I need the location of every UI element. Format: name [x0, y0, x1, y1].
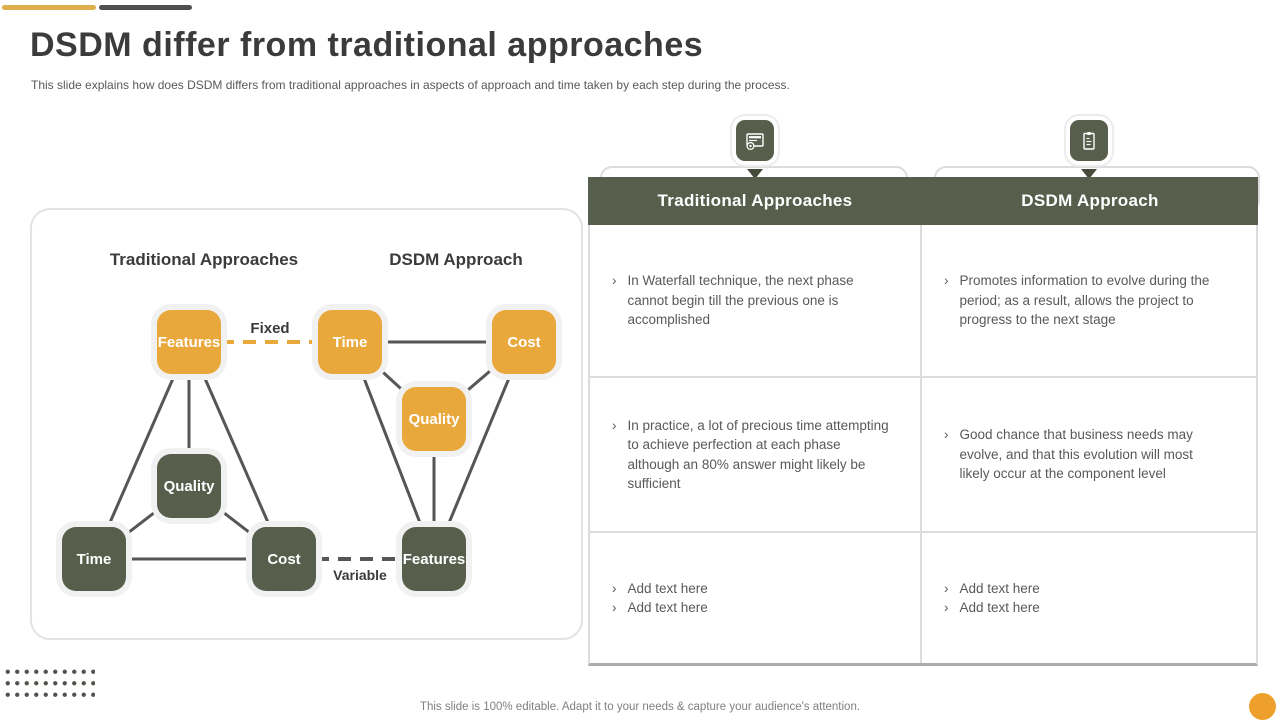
diagram-node-label: Quality [163, 477, 215, 495]
diagram-node-trad-cost: Cost [252, 527, 316, 591]
bullet-item: › In Waterfall technique, the next phase … [612, 271, 890, 330]
fixed-edge-label: Fixed [250, 320, 290, 337]
diagram-heading-dsdm: DSDM Approach [389, 250, 523, 269]
bullet-item: › Add text here [612, 579, 890, 599]
diagram-node-trad-quality: Quality [157, 454, 221, 518]
pointer-triangle-icon [747, 169, 763, 179]
diagram-node-label: Cost [507, 333, 541, 351]
diagram-node-dsdm-time: Time [318, 310, 382, 374]
bullet-item: › Add text here [944, 598, 1226, 618]
bullet-text: Add text here [627, 600, 708, 615]
table-cell: › In practice, a lot of precious time att… [590, 378, 922, 533]
bullet-item: › Add text here [944, 579, 1226, 599]
table-header-band: Traditional Approaches DSDM Approach [588, 177, 1258, 225]
certificate-icon [736, 120, 774, 161]
table-cell: › Promotes information to evolve during t… [922, 225, 1256, 378]
bullet-text: Add text here [627, 580, 708, 596]
variable-edge-label: Variable [333, 567, 387, 583]
pointer-triangle-icon [1081, 169, 1097, 179]
table-body: › In Waterfall technique, the next phase … [588, 225, 1258, 666]
diagram-node-label: Time [76, 550, 112, 568]
diagram-node-label: Time [332, 333, 368, 351]
diagram-node-trad-features: Features [157, 310, 221, 374]
diagram-node-dsdm-quality: Quality [402, 387, 466, 451]
accent-bar-dark [99, 5, 192, 10]
table-cell: › Add text here › Add text here [922, 533, 1256, 663]
bullet-item: › Good chance that business needs may evo… [944, 425, 1226, 484]
bullet-text: In Waterfall technique, the next phase c… [627, 273, 854, 328]
page-subtitle: This slide explains how does DSDM differ… [31, 78, 790, 92]
bullet-marker: › [944, 273, 949, 289]
bullet-marker: › [612, 600, 617, 615]
bullet-text: Add text here [959, 600, 1040, 615]
bullet-marker: › [944, 600, 949, 615]
accent-bar-gold [2, 5, 96, 10]
bullet-text: Promotes information to evolve during th… [959, 273, 1210, 328]
bullet-marker: › [944, 580, 949, 596]
diagram-node-dsdm-cost: Cost [492, 310, 556, 374]
bullet-item: › In practice, a lot of precious time att… [612, 416, 890, 494]
diagram-panel: Traditional Approaches DSDM Approach Fea… [30, 208, 583, 640]
bullet-marker: › [612, 273, 617, 289]
diagram-node-dsdm-features: Features [402, 527, 466, 591]
diagram-node-label: Cost [267, 550, 301, 568]
diagram-node-label: Quality [408, 410, 460, 428]
bullet-marker: › [612, 580, 617, 596]
page-title: DSDM differ from traditional approaches [30, 26, 704, 64]
clipboard-icon [1070, 120, 1108, 161]
table-header-dsdm: DSDM Approach [1021, 191, 1159, 210]
corner-circle-decoration [1249, 693, 1276, 720]
diagram-heading-traditional: Traditional Approaches [109, 250, 299, 269]
bullet-marker: › [612, 417, 617, 433]
footer-note: This slide is 100% editable. Adapt it to… [419, 701, 861, 713]
diagram-node-label: Features [402, 550, 466, 568]
bullet-text: Add text here [959, 580, 1040, 596]
table-cell: › Good chance that business needs may evo… [922, 378, 1256, 533]
dot-grid-decoration [2, 665, 95, 698]
bullet-item: › Add text here [612, 598, 890, 618]
bullet-marker: › [944, 427, 949, 443]
table-cell: › Add text here › Add text here [590, 533, 922, 663]
table-header-traditional: Traditional Approaches [657, 191, 853, 210]
bullet-text: Good chance that business needs may evol… [959, 427, 1193, 482]
bullet-text: In practice, a lot of precious time atte… [627, 417, 889, 492]
diagram-node-label: Features [157, 333, 221, 351]
bullet-item: › Promotes information to evolve during t… [944, 271, 1226, 330]
diagram-node-trad-time: Time [62, 527, 126, 591]
table-cell: › In Waterfall technique, the next phase … [590, 225, 922, 378]
